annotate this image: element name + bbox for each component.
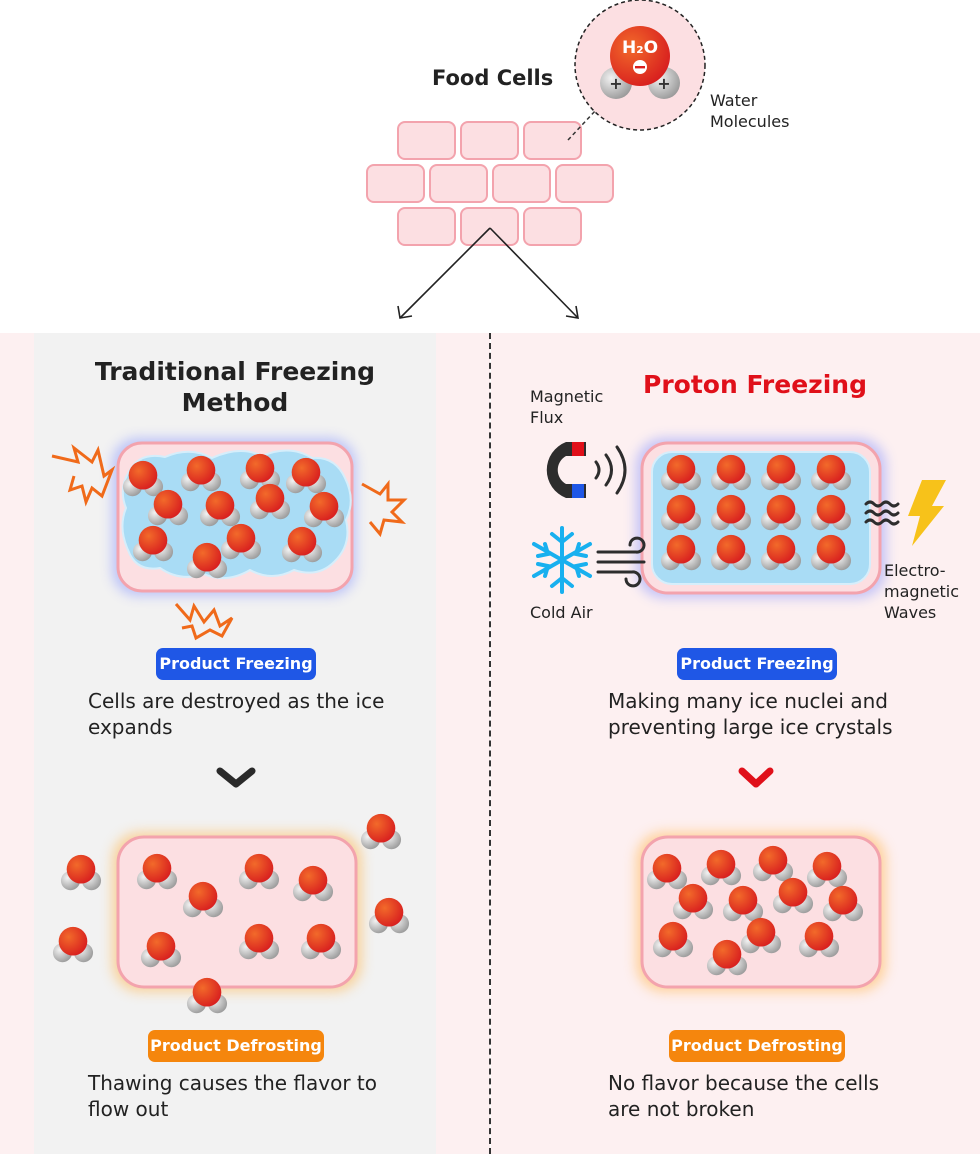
traditional-defrosted-cell	[52, 813, 410, 1014]
proton-frozen-cell	[636, 438, 886, 598]
product-freezing-badge-left: Product Freezing	[156, 648, 316, 680]
burst-icon	[51, 443, 116, 507]
product-defrosting-badge-left: Product Defrosting	[148, 1030, 324, 1062]
food-cell	[397, 207, 456, 246]
burst-icons	[51, 443, 408, 641]
food-cell	[492, 164, 551, 203]
chevron-down-icon-red	[738, 767, 774, 788]
proton-defrosted-cell	[636, 832, 886, 992]
food-cell	[460, 121, 519, 160]
food-cell	[555, 164, 614, 203]
svg-text:+: +	[609, 74, 622, 93]
traditional-title: Traditional Freezing Method	[94, 357, 376, 417]
food-cells-grid	[366, 121, 614, 246]
wind-icon	[596, 536, 646, 588]
electromagnetic-wave-icon	[864, 500, 900, 526]
proton-freezing-description: Making many ice nuclei and preventing la…	[608, 689, 893, 739]
proton-title: Proton Freezing	[643, 370, 867, 399]
proton-defrost-description: No flavor because the cells are not brok…	[608, 1071, 880, 1121]
lightning-icon	[908, 480, 946, 546]
food-cell	[429, 164, 488, 203]
split-arrows	[397, 227, 579, 319]
food-cell	[366, 164, 425, 203]
burst-icon	[174, 602, 234, 641]
food-cells-label: Food Cells	[432, 66, 554, 90]
magnetic-flux-label: Magnetic Flux	[530, 387, 604, 427]
product-defrosting-badge-right: Product Defrosting	[669, 1030, 845, 1062]
magnet-icon	[546, 442, 627, 498]
food-cell	[460, 207, 519, 246]
molecule-formula: H₂O	[621, 38, 659, 58]
food-cell	[523, 121, 582, 160]
water-molecule-zoom: + +	[567, 0, 706, 141]
food-cell	[397, 121, 456, 160]
traditional-frozen-cell	[112, 438, 356, 596]
food-cell	[523, 207, 582, 246]
burst-icon	[361, 479, 408, 538]
traditional-defrost-description: Thawing causes the flavor to flow out	[88, 1071, 377, 1121]
electromagnetic-waves-label: Electro- magnetic Waves	[884, 561, 960, 622]
water-molecules-label: Water Molecules	[710, 91, 790, 131]
svg-text:+: +	[657, 74, 670, 93]
snowflake-icon	[532, 526, 592, 594]
chevron-down-icon	[216, 767, 256, 788]
product-freezing-badge-right: Product Freezing	[677, 648, 837, 680]
traditional-freezing-description: Cells are destroyed as the ice expands	[88, 689, 385, 739]
cold-air-label: Cold Air	[530, 603, 593, 622]
panel-divider	[489, 333, 491, 1154]
